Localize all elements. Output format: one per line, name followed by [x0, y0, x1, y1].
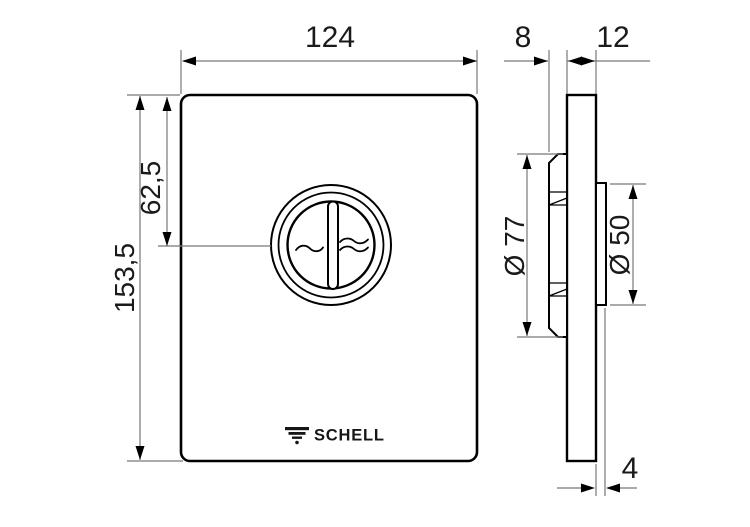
collar-clip-top — [548, 191, 568, 206]
dim-label-frame-depth: 12 — [596, 21, 629, 54]
dim-label-flange-depth: 8 — [515, 21, 532, 54]
arrow-right-icon — [581, 56, 595, 66]
schell-logo: SCHELL — [285, 427, 385, 445]
arrow-down-icon — [522, 322, 532, 336]
dim-frame-depth: 12 — [566, 21, 650, 94]
dim-front-height: 153,5 — [109, 94, 183, 462]
button-middle-ring — [277, 191, 385, 299]
double-wave-icon-bottom — [339, 245, 369, 253]
arrow-right-icon — [534, 56, 548, 66]
arrow-left-icon — [568, 56, 582, 66]
dim-flange-depth: 8 — [504, 21, 550, 152]
front-view: SCHELL — [179, 93, 479, 463]
arrow-up-icon — [135, 96, 145, 110]
arrow-down-icon — [162, 232, 172, 246]
dim-wall-protrusion: 4 — [557, 308, 638, 496]
dim-label-wall-protrusion: 4 — [622, 452, 639, 485]
dim-label-front-width: 124 — [305, 21, 355, 54]
arrow-down-icon — [135, 446, 145, 460]
dim-connection-diameter: Ø 50 — [604, 183, 646, 306]
arrow-down-icon — [628, 290, 638, 304]
button-outer-ring — [270, 184, 392, 306]
arrow-right-icon — [581, 483, 595, 493]
dim-collar-diameter: Ø 77 — [499, 153, 563, 338]
dim-label-connection-diameter: Ø 50 — [604, 215, 635, 276]
side-view — [548, 93, 607, 463]
arrow-up-icon — [162, 97, 172, 111]
side-connection-piece — [595, 182, 607, 306]
arrow-up-icon — [522, 155, 532, 169]
dim-front-width: 124 — [180, 21, 478, 94]
single-wave-icon — [295, 244, 324, 253]
dim-label-front-height: 153,5 — [109, 243, 140, 313]
arrow-left-icon — [606, 483, 620, 493]
dim-label-button-center: 62,5 — [135, 161, 166, 216]
side-frame — [565, 93, 598, 463]
collar-clip-bottom — [548, 282, 568, 297]
dim-button-center: 62,5 — [135, 97, 271, 247]
double-wave-icon-top — [339, 237, 369, 245]
arrow-right-icon — [463, 56, 477, 66]
schell-logo-text: SCHELL — [314, 427, 385, 445]
side-button-collar — [548, 153, 568, 338]
button-divider — [327, 200, 339, 290]
arrow-up-icon — [628, 185, 638, 199]
arrow-left-icon — [182, 56, 196, 66]
schell-logo-icon — [285, 427, 309, 445]
dim-label-collar-diameter: Ø 77 — [499, 216, 530, 277]
